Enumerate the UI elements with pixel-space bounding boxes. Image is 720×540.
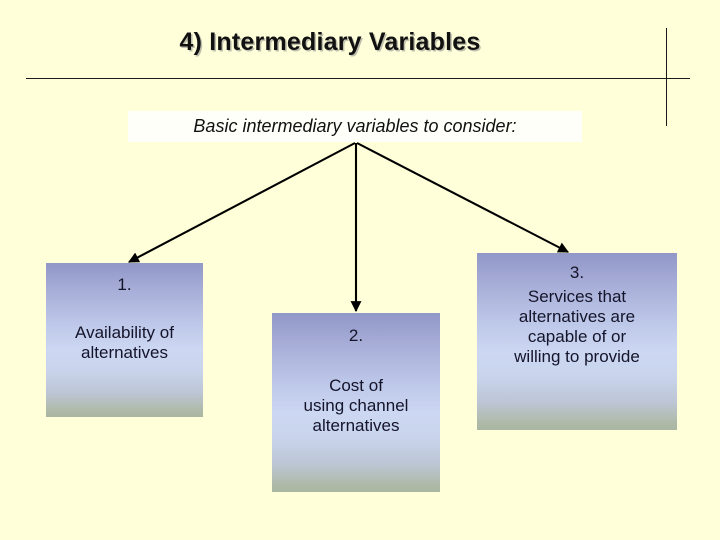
subtitle-banner: Basic intermediary variables to consider… — [128, 111, 582, 142]
title-vertical-accent-rule — [666, 28, 667, 126]
concept-box-1[interactable]: 1. Availability of alternatives — [46, 263, 203, 417]
arrow-to-box-1 — [128, 142, 356, 263]
title-underline-rule — [26, 78, 690, 79]
arrow-to-box-3 — [356, 142, 569, 253]
subtitle-text: Basic intermediary variables to consider… — [193, 116, 517, 136]
concept-box-3-text: Services that alternatives are capable o… — [514, 287, 640, 367]
concept-box-3[interactable]: 3. Services that alternatives are capabl… — [477, 253, 677, 430]
concept-box-2-number: 2. — [348, 326, 364, 345]
concept-box-1-number: 1. — [117, 275, 132, 294]
concept-box-3-number: 3. — [569, 263, 585, 282]
concept-box-2-text: Cost of using channel alternatives — [303, 376, 409, 436]
concept-box-2[interactable]: 2. Cost of using channel alternatives — [272, 313, 440, 492]
concept-box-1-text: Availability of alternatives — [75, 323, 174, 363]
page-title: 4) Intermediary Variables — [179, 28, 481, 56]
